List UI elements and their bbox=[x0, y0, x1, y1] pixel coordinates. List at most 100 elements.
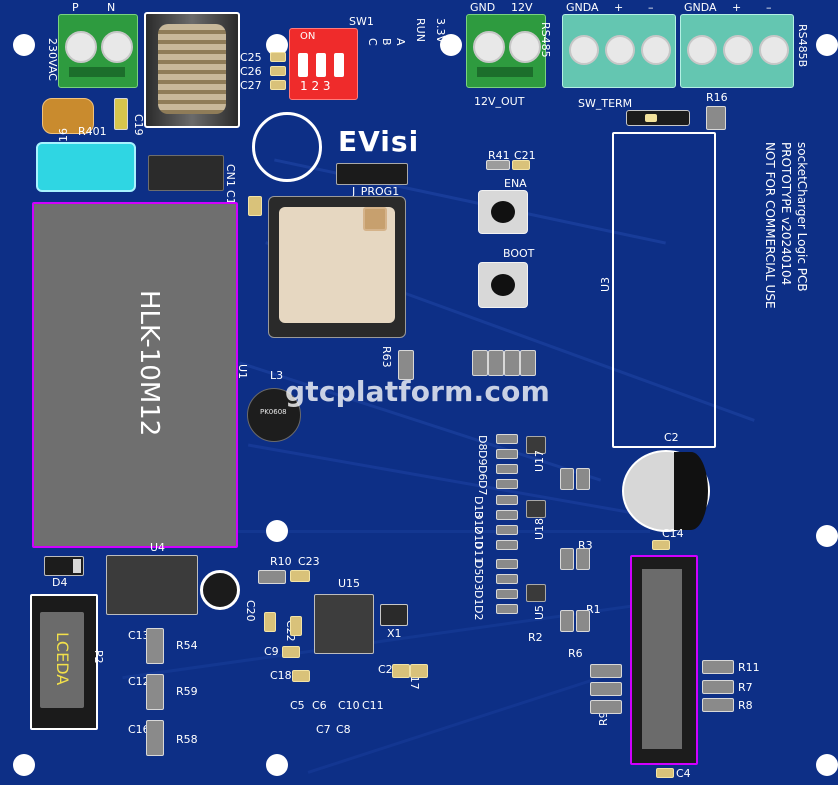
evisi-logo-icon bbox=[252, 112, 322, 182]
trace bbox=[307, 669, 623, 774]
power-out-terminal bbox=[466, 14, 546, 88]
capacitor-c15 bbox=[248, 196, 262, 216]
label-p2: P2 bbox=[92, 650, 105, 664]
label-c13: C13 bbox=[128, 629, 150, 642]
rs485-terminal bbox=[562, 14, 676, 88]
label-r41: R41 bbox=[488, 149, 510, 162]
label-r2: R2 bbox=[528, 631, 543, 644]
diode-d9 bbox=[496, 449, 518, 459]
capacitor-c20 bbox=[264, 612, 276, 632]
label-d6: D6 bbox=[476, 465, 489, 481]
label-lceda: LCEDA bbox=[53, 632, 72, 686]
label-c18: C18 bbox=[270, 669, 292, 682]
label-module-name: HLK-10M12 bbox=[134, 290, 164, 437]
diode-d10 bbox=[496, 525, 518, 535]
capacitor-c27 bbox=[270, 80, 286, 90]
mounting-hole bbox=[266, 754, 288, 776]
trace bbox=[40, 530, 650, 533]
resistor-r2 bbox=[576, 468, 590, 490]
wifi-module bbox=[268, 196, 406, 338]
label-gnd: GND bbox=[470, 1, 496, 14]
resistor-r1 bbox=[560, 610, 574, 632]
diode-d7 bbox=[496, 479, 518, 489]
label-plus-2: + bbox=[732, 1, 742, 14]
resistor-r16 bbox=[706, 106, 726, 130]
boot-button[interactable] bbox=[478, 262, 528, 308]
mounting-hole bbox=[266, 520, 288, 542]
label-minus-1: – bbox=[648, 1, 654, 14]
resistor-r9 bbox=[590, 700, 622, 714]
label-gnda-1: GNDA bbox=[566, 1, 599, 14]
ena-button[interactable] bbox=[478, 190, 528, 234]
label-p: P bbox=[72, 1, 79, 14]
diode-d6 bbox=[496, 464, 518, 474]
label-c12: C12 bbox=[128, 675, 150, 688]
note-line-1: socketCharger Logic PCB bbox=[795, 142, 809, 292]
diode-d13 bbox=[496, 495, 518, 505]
resistor-r8 bbox=[702, 698, 734, 712]
label-r1: R1 bbox=[586, 603, 601, 616]
capacitor-c21 bbox=[512, 160, 530, 170]
label-r59: R59 bbox=[176, 685, 198, 698]
label-rs485b: RS485B bbox=[796, 24, 809, 68]
label-on: ON bbox=[300, 31, 316, 42]
diode-d11 bbox=[496, 540, 518, 550]
label-d8: D8 bbox=[476, 435, 489, 451]
label-d4: D4 bbox=[52, 576, 68, 589]
resistor-r2 bbox=[560, 468, 574, 490]
label-l3: L3 bbox=[270, 369, 284, 382]
resistor-array bbox=[520, 350, 536, 376]
label-boot: BOOT bbox=[503, 247, 535, 260]
mounting-hole bbox=[816, 34, 838, 56]
label-12v-out: 12V_OUT bbox=[474, 95, 525, 108]
label-230vac: 230VAC bbox=[46, 38, 59, 81]
label-r401: R401 bbox=[78, 125, 107, 138]
label-cn1: CN1 bbox=[224, 164, 237, 187]
label-c19: C19 bbox=[132, 114, 145, 136]
mounting-hole bbox=[13, 754, 35, 776]
label-c6: C6 bbox=[312, 699, 327, 712]
resistor-array bbox=[472, 350, 488, 376]
label-r6: R6 bbox=[568, 647, 583, 660]
label-u1: U1 bbox=[236, 364, 249, 380]
label-c20: C20 bbox=[244, 600, 257, 622]
label-c9: C9 bbox=[264, 645, 279, 658]
label-a: A bbox=[394, 38, 407, 46]
label-d1: D1 bbox=[472, 590, 485, 606]
cn1-connector bbox=[148, 155, 224, 191]
right-header-connector bbox=[630, 555, 698, 765]
resistor-r58 bbox=[146, 720, 164, 756]
label-c14: C14 bbox=[662, 527, 684, 540]
label-sw-term: SW_TERM bbox=[578, 97, 633, 110]
label-switch-numbers: 1 2 3 bbox=[300, 79, 331, 93]
capacitor-c22 bbox=[290, 616, 302, 636]
label-c11: C11 bbox=[362, 699, 384, 712]
label-r54: R54 bbox=[176, 639, 198, 652]
capacitor-c26 bbox=[270, 66, 286, 76]
label-d2: D2 bbox=[472, 605, 485, 621]
label-sw1: SW1 bbox=[349, 15, 374, 28]
label-c27: C27 bbox=[240, 79, 262, 92]
label-d3: D3 bbox=[472, 575, 485, 591]
u17-ic bbox=[526, 436, 546, 454]
label-3v3: 3.3V bbox=[434, 18, 447, 44]
dip-switch[interactable] bbox=[289, 28, 358, 100]
ac-terminal-block bbox=[58, 14, 138, 88]
mounting-hole bbox=[266, 34, 288, 56]
capacitor-c17 bbox=[410, 664, 428, 678]
capacitor-c23 bbox=[290, 570, 310, 582]
label-u17: U17 bbox=[533, 449, 546, 472]
capacitor-c19 bbox=[114, 98, 128, 130]
rs485b-terminal bbox=[680, 14, 794, 88]
resistor-array bbox=[504, 350, 520, 376]
c2-electrolytic-capacitor bbox=[622, 450, 710, 532]
p2-connector bbox=[30, 594, 98, 730]
label-c23: C23 bbox=[298, 555, 320, 568]
label-ena: ENA bbox=[504, 177, 527, 190]
label-u5: U5 bbox=[533, 604, 546, 620]
resistor-r3 bbox=[576, 548, 590, 570]
cyan-component bbox=[36, 142, 136, 192]
hlk-power-module bbox=[32, 202, 238, 548]
termination-switch[interactable] bbox=[626, 110, 690, 126]
label-u15: U15 bbox=[338, 577, 361, 590]
